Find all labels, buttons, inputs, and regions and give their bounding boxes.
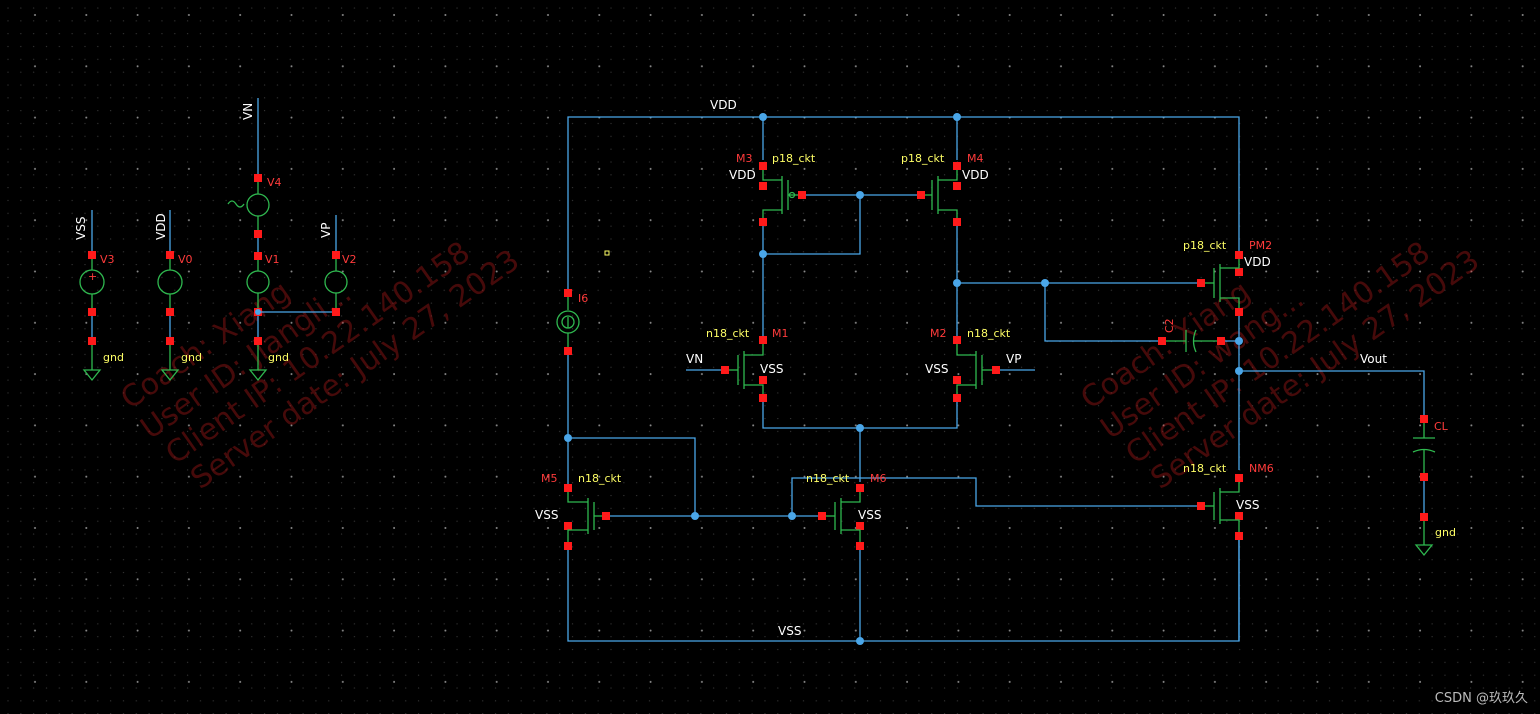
source-name-v2: V2 xyxy=(342,253,357,266)
gnd-label: gnd xyxy=(268,351,289,364)
device-name-m5: M5 xyxy=(541,472,558,485)
device-name-pm2: PM2 xyxy=(1249,239,1272,252)
device-name-m6: M6 xyxy=(870,472,887,485)
body-label-nm6: VSS xyxy=(1236,498,1259,512)
device-name-c2: C2 xyxy=(1163,318,1176,333)
device-model-m4: p18_ckt xyxy=(901,152,945,165)
footer-credit: CSDN @玖玖久 xyxy=(1434,691,1528,706)
pmos-m3[interactable]: M3 p18_ckt VDD xyxy=(729,152,816,226)
body-label-m2: VSS xyxy=(925,362,948,376)
source-v3[interactable]: VSS V3 + gnd xyxy=(74,210,124,382)
gnd-label: gnd xyxy=(181,351,202,364)
source-v2[interactable]: VP V2 xyxy=(319,215,357,316)
pmos-pm2[interactable]: p18_ckt PM2 VDD xyxy=(1183,239,1272,316)
net-label-vn-gate: VN xyxy=(686,352,703,366)
body-label-pm2: VDD xyxy=(1244,255,1271,269)
device-name-cl: CL xyxy=(1434,420,1449,433)
device-name-m3: M3 xyxy=(736,152,753,165)
nmos-m5[interactable]: M5 n18_ckt VSS xyxy=(535,472,622,550)
body-label-m5: VSS xyxy=(535,508,558,522)
nmos-nm6[interactable]: n18_ckt NM6 VSS xyxy=(1183,462,1274,540)
device-model-nm6: n18_ckt xyxy=(1183,462,1227,475)
net-label-vp: VP xyxy=(319,223,333,238)
nmos-m1[interactable]: n18_ckt M1 VN VSS xyxy=(686,327,789,402)
svg-text:+: + xyxy=(88,270,97,283)
source-name-v0: V0 xyxy=(178,253,193,266)
device-name-i6: I6 xyxy=(578,292,588,305)
gnd-label: gnd xyxy=(1435,526,1456,539)
junctions xyxy=(564,113,1243,645)
device-name-nm6: NM6 xyxy=(1249,462,1274,475)
source-v0[interactable]: VDD V0 gnd xyxy=(154,210,202,382)
device-model-pm2: p18_ckt xyxy=(1183,239,1227,252)
source-name-v4: V4 xyxy=(267,176,282,189)
capacitor-cl[interactable]: CL gnd xyxy=(1412,415,1456,557)
source-name-v3: V3 xyxy=(100,253,115,266)
net-label-vn: VN xyxy=(241,103,255,120)
current-source-i6[interactable]: I6 xyxy=(556,289,588,355)
device-name-m2: M2 xyxy=(930,327,947,340)
nmos-m2[interactable]: M2 n18_ckt VSS VP xyxy=(925,327,1021,402)
pmos-m4[interactable]: p18_ckt M4 VDD xyxy=(901,152,989,226)
net-label-vout: Vout xyxy=(1360,352,1387,366)
body-label-m4: VDD xyxy=(962,168,989,182)
wiring: VDD VSS Vout xyxy=(567,98,1425,642)
nmos-m6[interactable]: n18_ckt M6 VSS xyxy=(806,472,887,550)
net-label-vp-gate: VP xyxy=(1006,352,1021,366)
body-label-m6: VSS xyxy=(858,508,881,522)
gnd-label: gnd xyxy=(103,351,124,364)
device-model-m2: n18_ckt xyxy=(967,327,1011,340)
device-model-m3: p18_ckt xyxy=(772,152,816,165)
net-label-vdd-rail: VDD xyxy=(710,98,737,112)
marker-square xyxy=(604,250,610,256)
device-model-m6: n18_ckt xyxy=(806,472,850,485)
net-label-vdd: VDD xyxy=(154,213,168,240)
source-v4-v1[interactable]: VN V4 V1 gnd xyxy=(227,98,336,382)
body-label-m1: VSS xyxy=(760,362,783,376)
source-name-v1: V1 xyxy=(265,253,280,266)
body-label-m3: VDD xyxy=(729,168,756,182)
net-label-vss-rail: VSS xyxy=(778,624,801,638)
capacitor-c2[interactable]: C2 xyxy=(1158,318,1225,353)
device-name-m1: M1 xyxy=(772,327,789,340)
device-model-m1: n18_ckt xyxy=(706,327,750,340)
device-name-m4: M4 xyxy=(967,152,984,165)
net-label-vss: VSS xyxy=(74,217,88,240)
device-model-m5: n18_ckt xyxy=(578,472,622,485)
